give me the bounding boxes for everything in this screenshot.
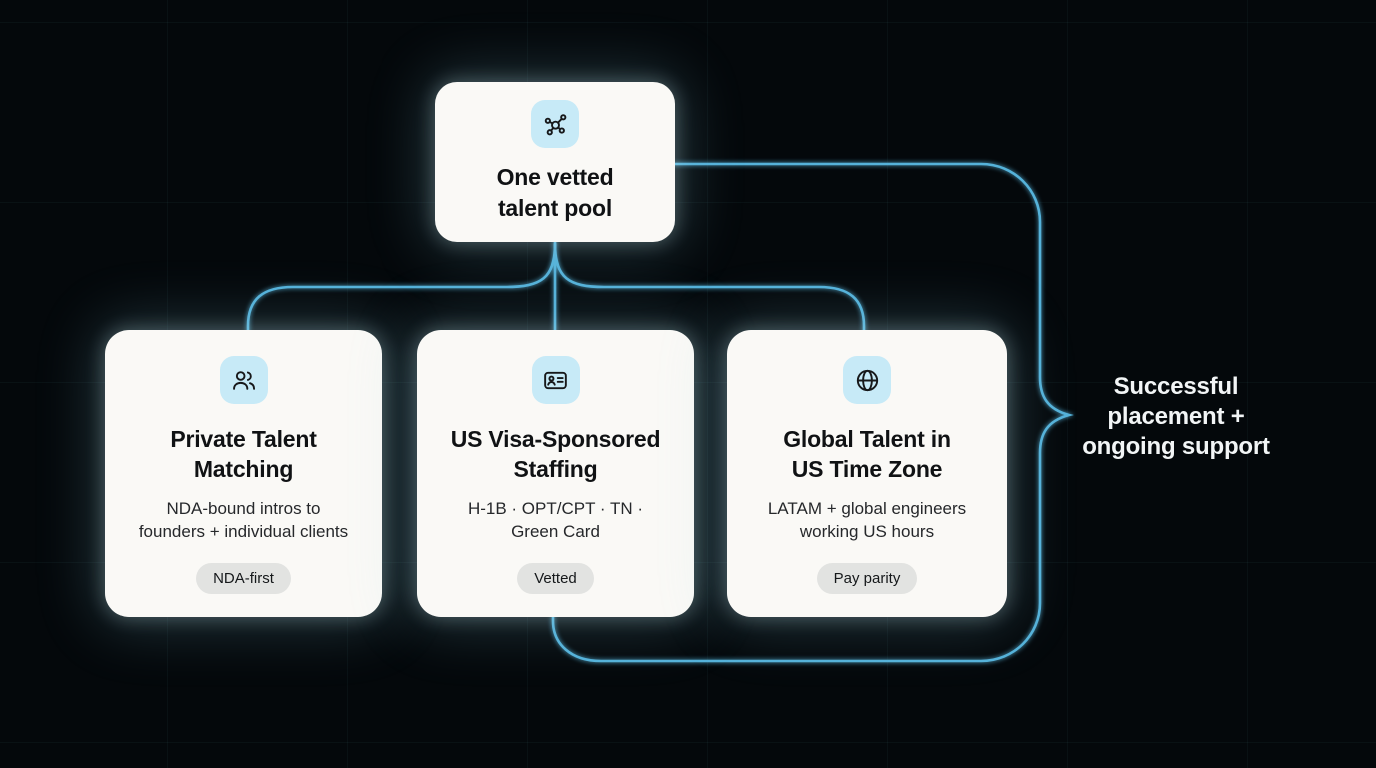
branch-card-title: Private Talent Matching — [170, 426, 317, 482]
network-hub-icon — [531, 100, 579, 148]
branch-card-description: LATAM + global engineers working US hour… — [767, 499, 967, 541]
branch-card-private-talent-matching: Private Talent Matching NDA-bound intros… — [105, 330, 382, 617]
branch-card-badge: NDA-first — [196, 563, 291, 594]
connector-outcome-loop — [551, 162, 1074, 663]
branch-card-description: NDA-bound intros to founders + individua… — [138, 499, 349, 541]
connector-branch-left — [246, 242, 557, 334]
branch-card-title: Global Talent in US Time Zone — [783, 426, 951, 482]
globe-icon — [843, 356, 891, 404]
branch-card-us-visa-sponsored-staffing: US Visa-Sponsored Staffing H-1B · OPT/CP… — [417, 330, 694, 617]
branch-card-global-talent-us-time-zone: Global Talent in US Time Zone LATAM + gl… — [727, 330, 1007, 617]
branch-card-badge: Vetted — [517, 563, 594, 594]
branch-card-title: US Visa-Sponsored Staffing — [450, 426, 661, 482]
connector-branch-right — [553, 242, 866, 334]
branch-card-badge: Pay parity — [816, 563, 918, 594]
users-icon — [219, 356, 268, 404]
branch-card-description: H-1B · OPT/CPT · TN · Green Card — [467, 499, 644, 541]
outcome-label: Successful placement + ongoing support — [1082, 373, 1270, 460]
root-card: One vetted talent pool — [435, 82, 675, 242]
id-card-icon — [531, 356, 580, 404]
root-card-title: One vetted talent pool — [496, 164, 614, 221]
